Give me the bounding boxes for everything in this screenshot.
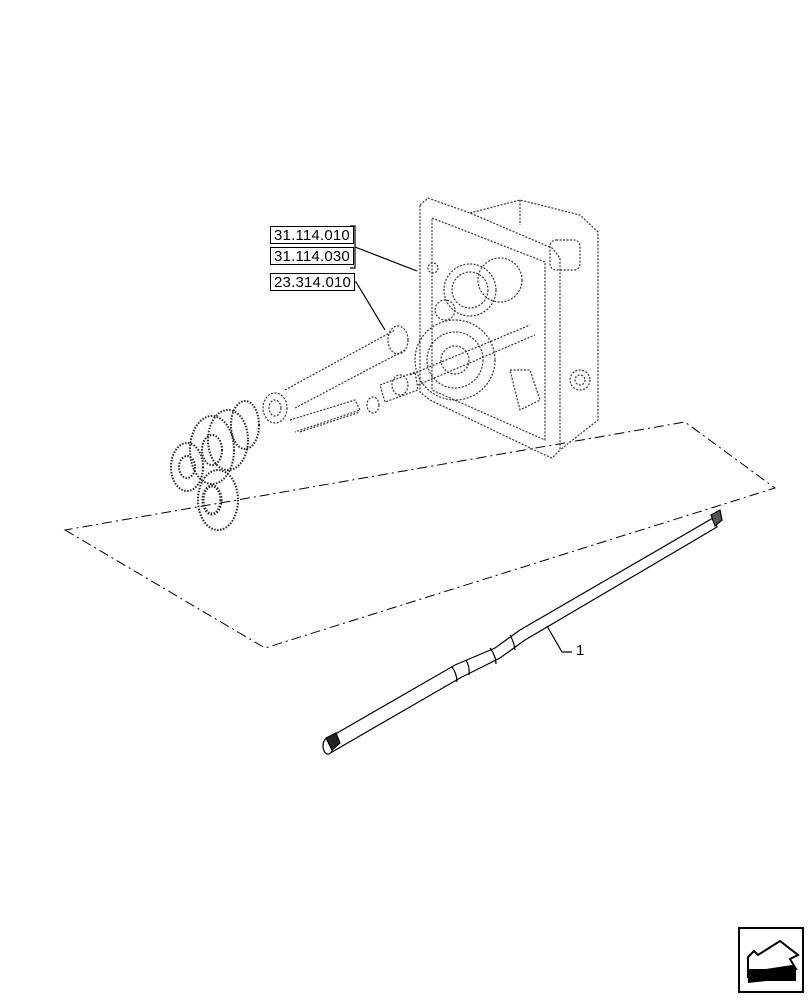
gear-stack-ghost xyxy=(170,400,260,531)
reference-label-31-114-030[interactable]: 31.114.030 xyxy=(270,247,354,265)
reference-label-31-114-010[interactable]: 31.114.010 xyxy=(270,226,354,244)
phantom-plane-outline xyxy=(63,421,777,649)
drive-tube-ghost xyxy=(262,325,409,433)
transmission-housing-ghost xyxy=(379,197,599,459)
leader-lines xyxy=(348,225,418,331)
callout-number-1: 1 xyxy=(576,642,585,659)
previous-view-arrow-icon[interactable] xyxy=(738,927,804,993)
reference-label-23-314-010[interactable]: 23.314.010 xyxy=(270,273,356,291)
arrow-glyph-icon xyxy=(747,939,800,983)
shaft-part-1 xyxy=(322,509,723,755)
